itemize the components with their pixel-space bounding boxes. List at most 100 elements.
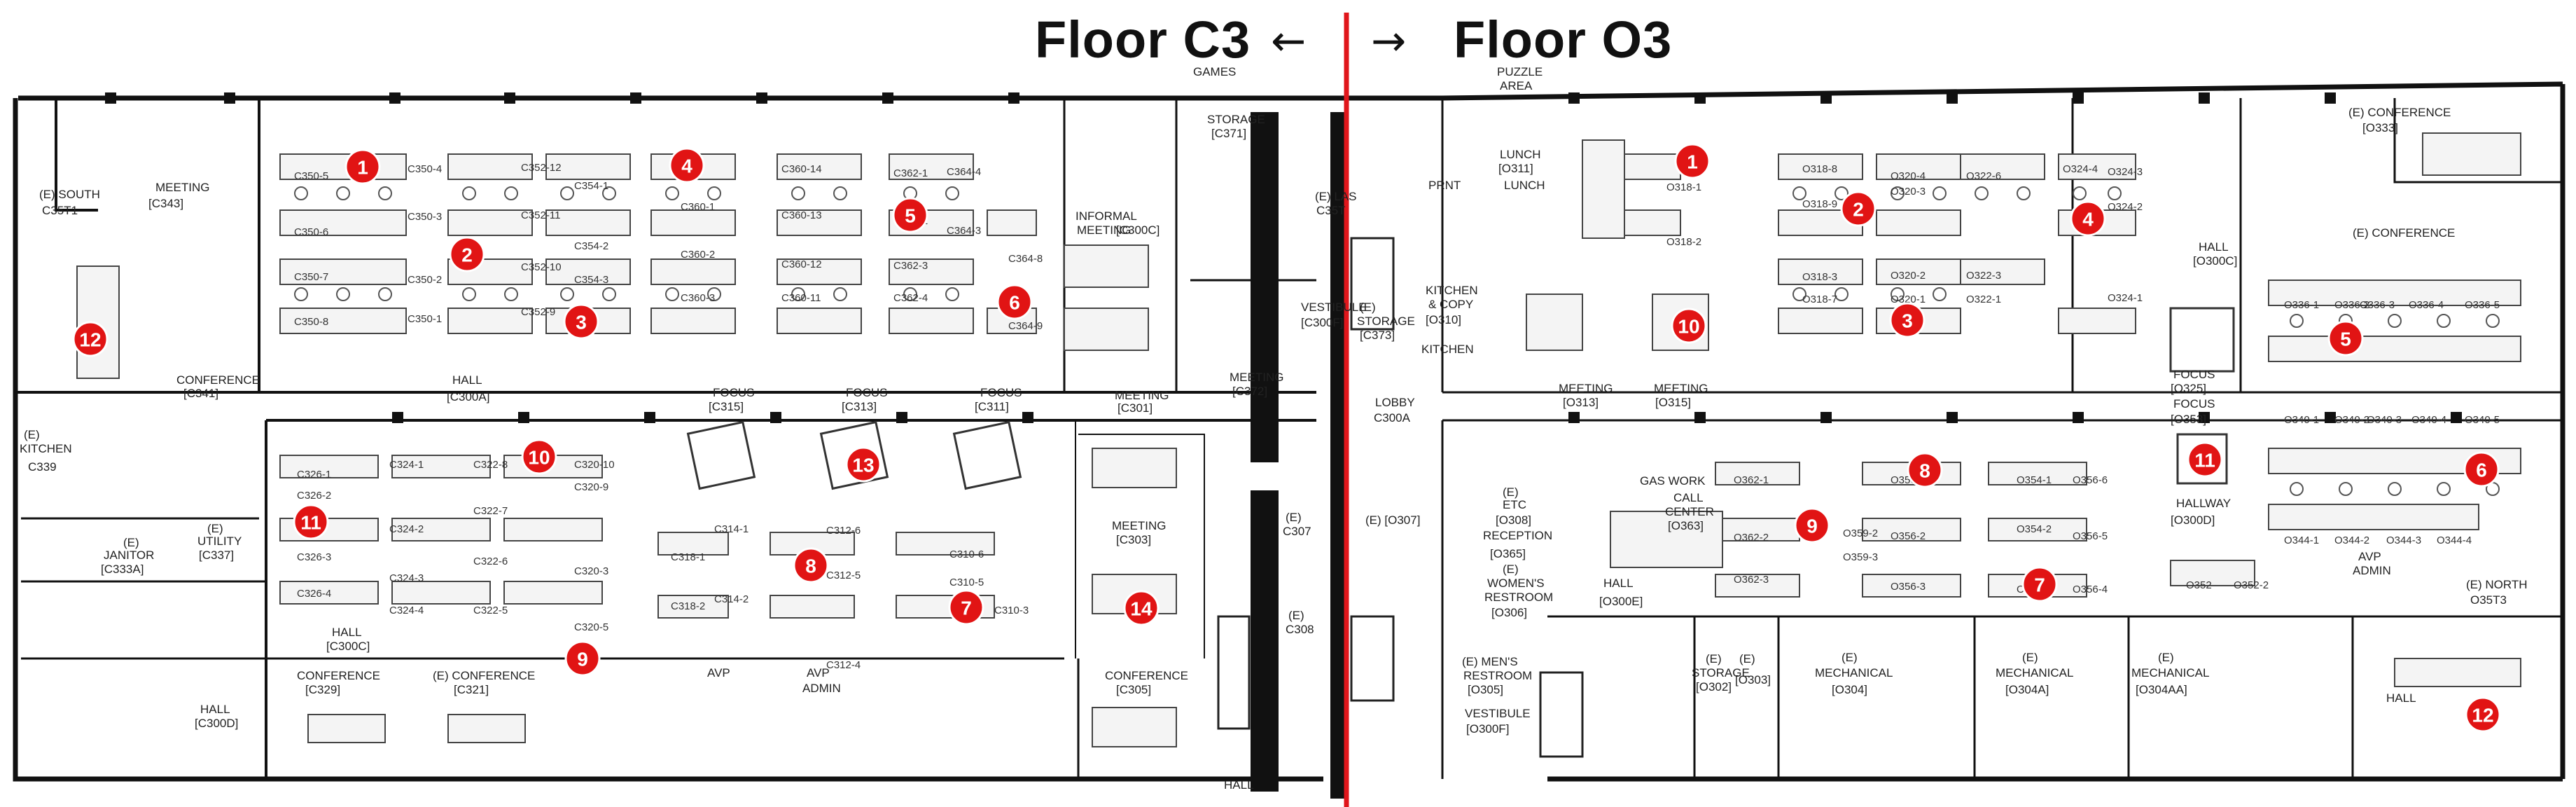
marker-circle xyxy=(293,504,329,540)
room-label: [O300F] xyxy=(1466,722,1509,736)
room-label: MEETING xyxy=(1654,382,1708,395)
marker-circle xyxy=(948,589,984,626)
room-label: (E) CONFERENCE xyxy=(2348,106,2451,119)
room-label: [C315] xyxy=(709,400,744,413)
room-label: [C372] xyxy=(1232,385,1267,398)
location-marker: 13 xyxy=(845,446,882,483)
room-label: PUZZLE xyxy=(1497,65,1543,78)
room-label: C307 xyxy=(1283,525,1311,538)
location-marker: 1 xyxy=(344,149,381,185)
room-label: (E) xyxy=(1706,652,1722,665)
location-marker: 11 xyxy=(293,504,329,540)
marker-circle xyxy=(521,439,557,475)
marker-number: 4 xyxy=(2082,209,2094,230)
room-label: RECEPTION xyxy=(1483,529,1552,542)
cubicle-label: O356-5 xyxy=(2073,530,2108,542)
marker-circle xyxy=(1889,302,1926,338)
room-label: ETC xyxy=(1503,498,1526,511)
room-label: (E) xyxy=(1503,563,1519,576)
cubicle-label: O318-8 xyxy=(1802,163,1837,175)
marker-circle xyxy=(2463,451,2500,488)
cubicle-label: O318-3 xyxy=(1802,271,1837,283)
marker-number: 8 xyxy=(805,556,816,577)
marker-number: 3 xyxy=(576,312,587,333)
cubicle-label: O322-6 xyxy=(1966,170,2001,182)
room-label: & COPY xyxy=(1428,298,1473,311)
marker-circle xyxy=(563,303,599,340)
cubicle-label: O320-1 xyxy=(1891,294,1926,305)
room-label: [O304] xyxy=(1832,683,1867,696)
marker-number: 9 xyxy=(1806,516,1818,537)
location-marker: 11 xyxy=(2187,441,2223,478)
room-label: LOBBY xyxy=(1375,396,1415,409)
room-label: HALLWAY xyxy=(2176,497,2231,510)
cubicle-label: O356-4 xyxy=(2073,584,2108,595)
cubicle-label: C364-4 xyxy=(947,166,981,178)
cubicle-label: O344-2 xyxy=(2334,534,2369,546)
marker-circle xyxy=(1674,143,1711,179)
cubicle-label: O356-6 xyxy=(2073,474,2108,486)
workstations xyxy=(76,132,2521,747)
cubicle-label: C310-5 xyxy=(949,577,984,588)
room-labels: (E) SOUTHC35T1MEETING[C343]CONFERENCE[C3… xyxy=(20,65,2528,792)
room-label: [C301] xyxy=(1118,401,1153,415)
room-label: [O300D] xyxy=(2171,513,2215,527)
cubicle-label: O324-1 xyxy=(2108,292,2143,304)
cubicle-label: O344-1 xyxy=(2284,534,2319,546)
marker-circle xyxy=(996,284,1033,320)
cubicle-label: O354-2 xyxy=(2017,523,2052,535)
room-label: [O304A] xyxy=(2005,683,2049,696)
cubicle-label: O352-2 xyxy=(2234,579,2269,591)
cubicle-label: C352-9 xyxy=(521,306,555,318)
cubicle-label: O336-2 xyxy=(2334,299,2369,311)
room-label: HALL xyxy=(452,373,482,387)
room-label: JANITOR xyxy=(104,549,154,562)
cubicle-label: C360-14 xyxy=(781,163,822,175)
marker-circle xyxy=(1671,308,1707,344)
room-label: MEETING xyxy=(1115,389,1169,402)
marker-circle xyxy=(845,446,882,483)
room-label: HALL xyxy=(2199,240,2229,254)
room-label: [O315] xyxy=(1655,396,1691,409)
location-marker: 10 xyxy=(1671,308,1707,344)
room-label: STORAGE xyxy=(1692,666,1750,680)
cubicle-label: O340-2 xyxy=(2334,414,2369,426)
cubicle-label: O320-3 xyxy=(1891,186,1926,198)
room-label: FOCUS xyxy=(2173,368,2215,381)
room-label: HALL xyxy=(200,703,230,716)
room-label: [O308] xyxy=(1496,513,1531,527)
room-label: (E) xyxy=(207,522,223,535)
cubicle-label: O362-2 xyxy=(1734,532,1769,544)
marker-circle xyxy=(344,149,381,185)
room-label: FOCUS xyxy=(980,386,1022,399)
marker-circle xyxy=(72,321,109,357)
room-label: MEETING xyxy=(1559,382,1613,395)
cubicle-label: C352-11 xyxy=(521,209,560,221)
marker-circle xyxy=(2070,200,2106,237)
cubicle-label: C362-1 xyxy=(893,167,928,179)
cubicle-label: O340-5 xyxy=(2465,414,2500,426)
marker-circle xyxy=(564,640,601,677)
room-label: (E) xyxy=(1739,652,1755,665)
cubicle-label: C324-4 xyxy=(389,605,424,616)
marker-circle xyxy=(793,547,829,584)
cubicle-label: C326-3 xyxy=(297,551,331,563)
cubicle-label: O336-4 xyxy=(2409,299,2444,311)
marker-number: 10 xyxy=(1678,316,1699,338)
marker-circle xyxy=(1794,507,1830,544)
room-label: [O325] xyxy=(2171,382,2206,395)
marker-number: 6 xyxy=(2476,460,2487,481)
cubicle-label: O356-3 xyxy=(1891,581,1926,593)
location-marker: 14 xyxy=(1123,590,1160,626)
marker-number: 11 xyxy=(2194,450,2215,471)
room-label: MEETING xyxy=(155,181,209,194)
cubicle-label: O344-4 xyxy=(2437,534,2472,546)
marker-number: 5 xyxy=(905,205,916,227)
room-label: [O303] xyxy=(1735,673,1771,687)
room-label: KITCHEN xyxy=(1426,284,1478,297)
room-label: (E) [O307] xyxy=(1365,513,1420,527)
cubicle-label: C364-8 xyxy=(1008,253,1043,265)
marker-number: 9 xyxy=(577,649,588,670)
room-label: HALL xyxy=(2386,691,2416,705)
